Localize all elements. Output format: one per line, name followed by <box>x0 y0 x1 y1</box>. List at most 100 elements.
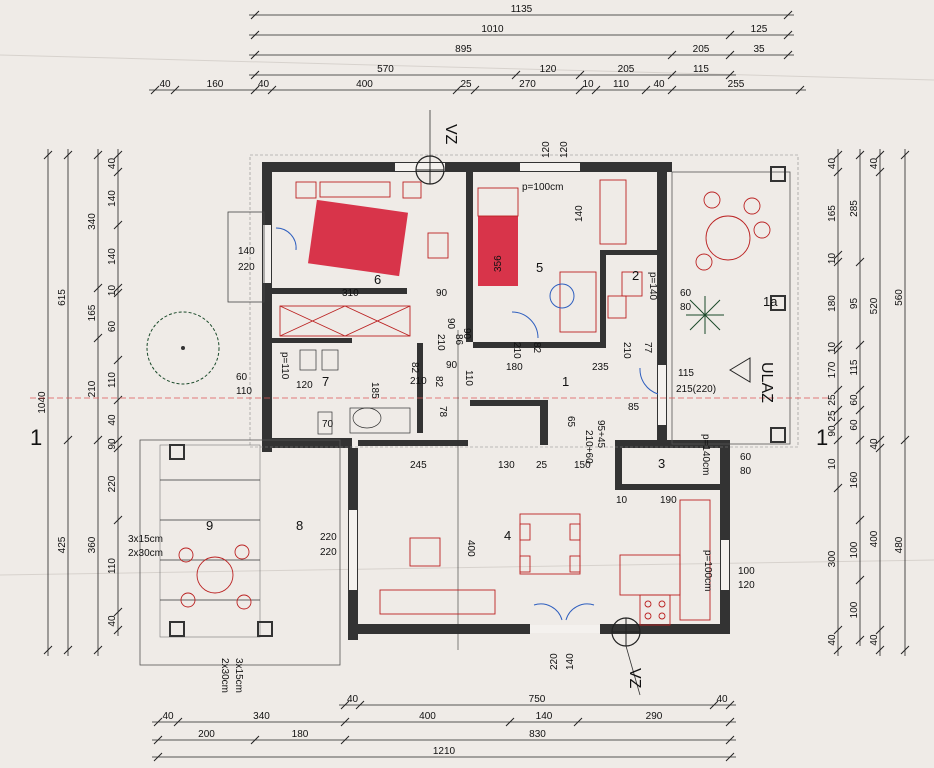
tub-frame <box>349 407 411 434</box>
dimension-tick <box>833 385 843 395</box>
dimension-label: 90 <box>827 425 838 437</box>
pillar <box>770 295 786 311</box>
dining-table <box>519 513 581 575</box>
dimension-tick <box>113 435 123 445</box>
label: 80 <box>740 466 752 477</box>
chair <box>519 555 531 573</box>
dimension-tick <box>113 150 123 160</box>
dimension-tick <box>355 700 365 710</box>
dimension-tick <box>725 70 735 80</box>
label: 82 <box>433 376 444 388</box>
dimension-tick <box>725 30 735 40</box>
dimension-tick <box>113 515 123 525</box>
wall-6-bottom <box>272 288 407 294</box>
sofa <box>379 589 496 615</box>
room-number-6: 6 <box>374 272 381 287</box>
desk-5 <box>559 271 597 333</box>
dimension-label: 25 <box>827 394 838 406</box>
room-number-1: 1 <box>562 374 569 389</box>
dimension-label: 200 <box>198 729 215 740</box>
dimension-tick <box>833 167 843 177</box>
label: 210 <box>621 342 632 359</box>
dimension-tick <box>667 50 677 60</box>
sink <box>607 295 627 319</box>
dimension-label: 140 <box>536 711 553 722</box>
dimension-tick <box>267 85 277 95</box>
dimension-label: 560 <box>894 289 905 306</box>
dimension-tick <box>63 435 73 445</box>
dimension-label: 400 <box>869 530 880 547</box>
dimension-tick <box>725 50 735 60</box>
dimension-tick <box>833 435 843 445</box>
label: 60 <box>236 372 248 383</box>
dimension-tick <box>113 288 123 298</box>
wall-hall-mid <box>470 400 545 406</box>
label: p=140cm <box>700 434 711 475</box>
label: 120 <box>541 141 552 158</box>
dimension-label: 40 <box>869 634 880 646</box>
dimension-label: 40 <box>159 79 171 90</box>
nightstand <box>295 181 317 199</box>
dimension-tick <box>855 150 865 160</box>
dimension-tick <box>93 435 103 445</box>
dimension-label: 100 <box>849 601 860 618</box>
dimension-tick <box>875 443 885 453</box>
room-number-1a: 1a <box>763 294 778 309</box>
dimension-tick <box>855 340 865 350</box>
terrace-9 <box>139 439 341 666</box>
label: 90 <box>436 288 448 299</box>
wall-3-left <box>615 440 622 490</box>
dimension-tick <box>113 355 123 365</box>
wall-7-top <box>272 338 352 343</box>
dimension-label: 100 <box>849 541 860 558</box>
dimension-label: 40 <box>347 694 359 705</box>
counter-island <box>619 554 681 596</box>
dimension-label: 160 <box>849 471 860 488</box>
dimension-tick <box>900 645 910 655</box>
label: 86 <box>453 334 464 346</box>
dimension-label: 285 <box>849 200 860 217</box>
dimension-tick <box>43 150 53 160</box>
dimension-label: 35 <box>753 44 765 55</box>
dimension-tick <box>783 30 793 40</box>
wall-3-bottom <box>615 484 720 490</box>
dimension-tick <box>340 717 350 727</box>
label: 90 <box>446 360 458 371</box>
label: 120 <box>559 141 570 158</box>
dimension-label: 300 <box>827 550 838 567</box>
coffee-table <box>409 537 441 567</box>
dimension-tick <box>153 752 163 762</box>
dimension-label: 40 <box>653 79 665 90</box>
label: 220 <box>320 532 337 543</box>
dimension-tick <box>875 435 885 445</box>
dimension-label: 360 <box>87 536 98 553</box>
dimension-tick <box>833 625 843 635</box>
dimension-tick <box>591 85 601 95</box>
dimension-tick <box>250 10 260 20</box>
tree-icon <box>146 311 220 385</box>
label: p=100cm <box>522 182 563 193</box>
label: 85 <box>628 402 640 413</box>
window-6-left <box>263 225 271 283</box>
dimension-label: 425 <box>57 536 68 553</box>
door-4-bottom <box>530 625 600 633</box>
dimension-tick <box>170 85 180 95</box>
dimension-label: 340 <box>87 213 98 230</box>
furniture <box>146 179 771 626</box>
dimension-label: 615 <box>57 289 68 306</box>
label: 235 <box>592 362 609 373</box>
room-number-8: 8 <box>296 518 303 533</box>
pillar <box>770 166 786 182</box>
dimension-tick <box>150 85 160 95</box>
dimension-label: 180 <box>827 295 838 312</box>
label: 70 <box>322 419 334 430</box>
dimension-tick <box>855 635 865 645</box>
wall-7-right <box>417 343 423 433</box>
dimension-tick <box>575 70 585 80</box>
label: 400 <box>465 540 476 557</box>
label: 65 <box>565 416 576 428</box>
wall-5-bottom <box>473 342 603 348</box>
dimension-label: 40 <box>869 438 880 450</box>
dimension-tick <box>783 50 793 60</box>
dimension-tick <box>113 167 123 177</box>
